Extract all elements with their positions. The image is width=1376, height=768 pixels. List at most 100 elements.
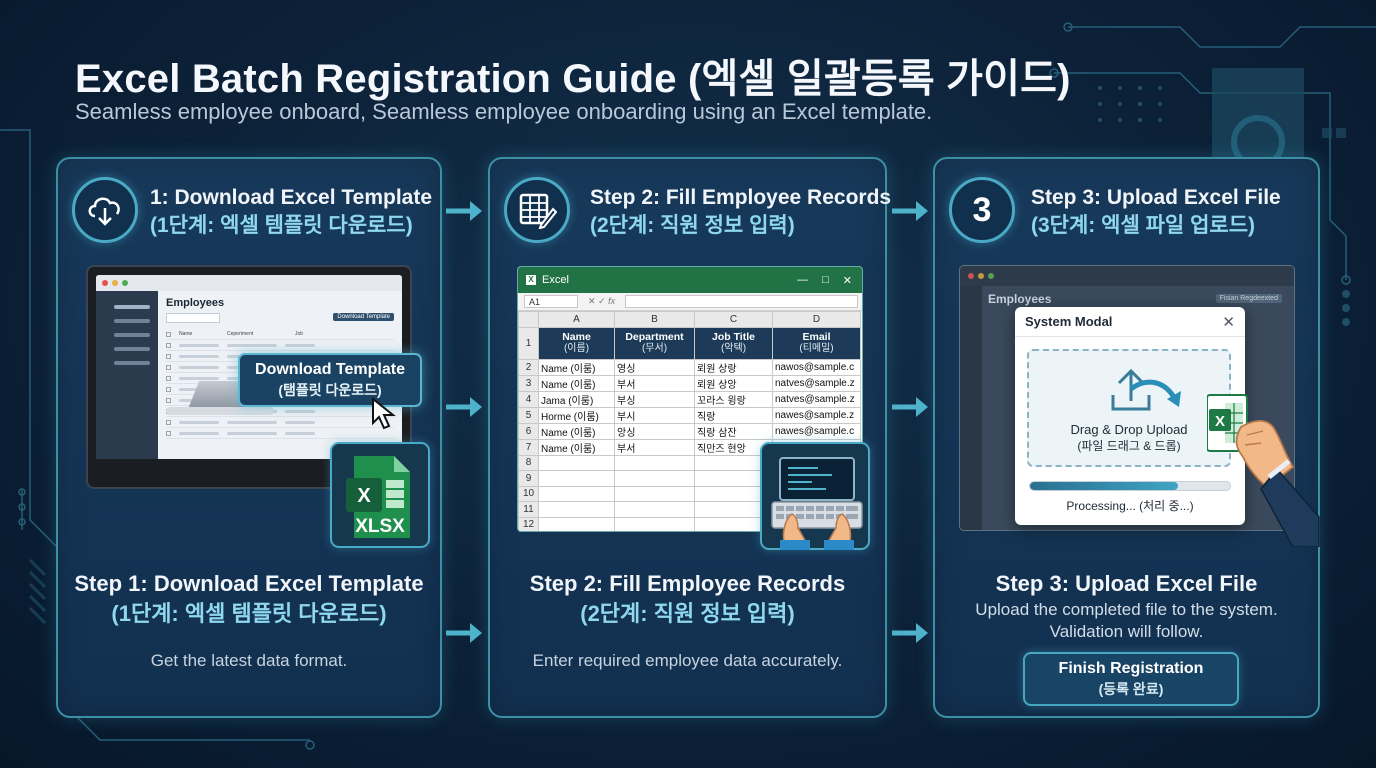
table-cell[interactable] <box>538 516 615 531</box>
row-number: 3 <box>518 374 539 392</box>
step-2-title: Step 2: Fill Employee Records (2단계: 직원 정… <box>490 569 885 629</box>
finish-registration-button[interactable]: Finish Registration (등록 완료) <box>1023 652 1239 706</box>
column-department: Cepertment <box>227 331 254 337</box>
step-2-heading-ko: (2단계: 직원 정보 입력) <box>590 214 795 237</box>
row-number: 10 <box>518 485 539 502</box>
download-template-button[interactable]: Download Template (탬플릿 다운로드) <box>238 353 422 407</box>
table-cell[interactable] <box>614 501 695 518</box>
table-cell[interactable]: nawes@sample.z <box>772 406 861 424</box>
table-row[interactable] <box>166 428 394 439</box>
table-cell[interactable]: 부싱 <box>614 390 695 408</box>
row-number: 4 <box>518 390 539 408</box>
maximize-icon[interactable]: □ <box>822 273 829 286</box>
upload-progress-bar <box>1029 481 1231 491</box>
header-cell-department[interactable]: Department(무서) <box>614 326 695 360</box>
search-input[interactable] <box>166 313 220 323</box>
minimize-dot-icon <box>978 273 984 279</box>
row-number: 11 <box>518 501 539 518</box>
screen-title: Employees <box>166 297 225 309</box>
step-2-title-en: Step 2: Fill Employee Records <box>529 571 846 596</box>
close-icon[interactable]: ✕ <box>1222 313 1235 331</box>
modal-title: System Modal <box>1025 314 1113 329</box>
arrow-right-icon <box>892 397 928 417</box>
step-3-description: Upload the completed file to the system.… <box>935 599 1318 643</box>
table-cell[interactable]: 부서 <box>614 374 695 392</box>
arrow-right-icon <box>446 623 482 643</box>
monitor-base <box>166 407 274 415</box>
step-2-description: Enter required employee data accurately. <box>532 651 843 670</box>
table-cell[interactable]: 뢰원 상랑 <box>694 358 773 376</box>
hand-holding-excel-file-icon: X <box>1207 394 1320 547</box>
column-header[interactable]: C <box>694 311 773 328</box>
table-cell[interactable]: natves@sample.z <box>772 390 861 408</box>
table-row[interactable] <box>166 340 394 351</box>
column-header[interactable]: D <box>772 311 861 328</box>
step-3-heading-ko: (3단계: 엑셀 파일 업로드) <box>1031 214 1256 237</box>
mouse-cursor-icon <box>372 397 396 430</box>
table-cell[interactable] <box>614 470 695 487</box>
table-cell[interactable]: 앙싱 <box>614 422 695 440</box>
step-1-heading-ko: (1단계: 엑셀 템플릿 다운로드) <box>150 214 413 237</box>
table-cell[interactable]: Name (이룸) <box>538 438 615 456</box>
app-sidebar <box>960 286 982 530</box>
maximize-dot-icon <box>988 273 994 279</box>
table-cell[interactable] <box>614 454 695 471</box>
excel-window: X Excel — □ ✕ A1 ✕ ✓ fx A B C D 1 Name( <box>517 266 863 532</box>
step-2-title-ko: (2단계: 직원 정보 입력) <box>580 601 795 626</box>
table-row[interactable] <box>166 417 394 428</box>
name-box[interactable]: A1 <box>524 295 578 308</box>
table-cell[interactable]: 직만즈 현앙 <box>694 438 773 456</box>
table-cell[interactable] <box>614 516 695 531</box>
table-cell[interactable]: 부시 <box>614 406 695 424</box>
close-icon[interactable]: ✕ <box>842 274 852 287</box>
header-cell-name[interactable]: Name(이름) <box>538 326 615 360</box>
table-cell[interactable] <box>538 454 615 471</box>
table-cell[interactable]: Horme (이룸) <box>538 406 615 424</box>
header-cell-job-title[interactable]: Job Title(악텍) <box>694 326 773 360</box>
table-cell[interactable]: 직랑 삼잔 <box>694 422 773 440</box>
screen-title: Employees <box>988 292 1052 306</box>
table-cell[interactable] <box>538 470 615 487</box>
table-cell[interactable]: natves@sample.z <box>772 374 861 392</box>
download-template-small-button[interactable]: Download Template <box>333 313 394 321</box>
finish-registration-label-ko: (등록 완료) <box>1098 681 1164 697</box>
table-cell[interactable]: 부서 <box>614 438 695 456</box>
step-1-title: Step 1: Download Excel Template (1단계: 엑셀… <box>58 569 440 629</box>
dropzone-label-ko: (파일 드래그 & 드롭) <box>1077 439 1181 453</box>
table-cell[interactable]: nawos@sample.c <box>772 358 861 376</box>
table-cell[interactable]: 직랑 <box>694 406 773 424</box>
arrow-right-icon <box>446 397 482 417</box>
step-1-title-ko: (1단계: 엑셀 템플릿 다운로드) <box>111 601 387 626</box>
download-template-label: Download Template <box>255 361 405 378</box>
formula-input[interactable] <box>625 295 858 308</box>
table-cell[interactable]: 영싱 <box>614 358 695 376</box>
table-cell[interactable]: Name (이룸) <box>538 422 615 440</box>
table-cell[interactable] <box>538 501 615 518</box>
table-cell[interactable]: 꼬라스 윙랑 <box>694 390 773 408</box>
table-cell[interactable]: Jama (이룸) <box>538 390 615 408</box>
table-cell[interactable]: 뢰원 상앙 <box>694 374 773 392</box>
table-cell[interactable]: Name (이룸) <box>538 374 615 392</box>
excel-window-title: Excel <box>542 274 569 286</box>
table-cell[interactable]: Name (이룸) <box>538 358 615 376</box>
row-number: 9 <box>518 470 539 487</box>
arrow-right-icon <box>446 201 482 221</box>
header-cell-email[interactable]: Email(티메밀) <box>772 326 861 360</box>
table-cell[interactable] <box>538 485 615 502</box>
arrow-right-icon <box>892 623 928 643</box>
file-dropzone[interactable]: Drag & Drop Upload (파일 드래그 & 드롭) <box>1027 349 1231 467</box>
spreadsheet-edit-icon <box>504 177 570 243</box>
close-dot-icon <box>968 273 974 279</box>
xlsx-file-icon: X XLSX <box>330 442 430 548</box>
table-cell[interactable] <box>614 485 695 502</box>
table-cell[interactable]: nawes@sample.c <box>772 422 861 440</box>
column-header[interactable]: A <box>538 311 615 328</box>
minimize-icon[interactable]: — <box>797 273 809 286</box>
column-header[interactable]: B <box>614 311 695 328</box>
svg-text:X: X <box>1215 413 1225 430</box>
